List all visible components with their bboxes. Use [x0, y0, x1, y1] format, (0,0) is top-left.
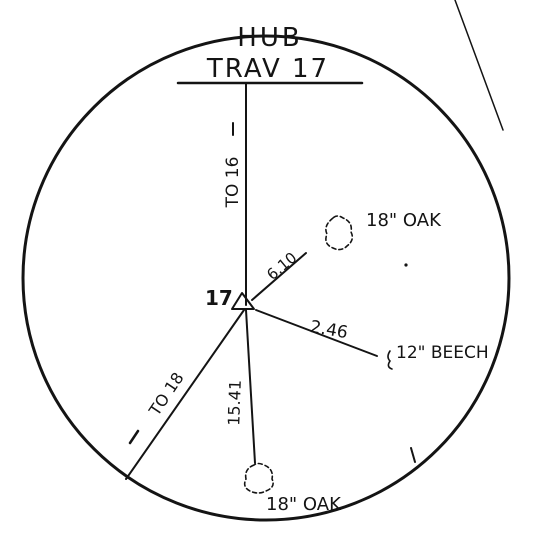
leg-north-label: TO 16 [223, 157, 243, 209]
tree-south-icon [243, 462, 274, 494]
tie-east-line [255, 309, 378, 357]
stray-mark [410, 447, 416, 463]
station-label: 17 [205, 286, 233, 310]
header-subtitle: TRAV 17 [206, 54, 329, 84]
station-triangle-icon [231, 292, 255, 310]
stray-mark [404, 263, 408, 267]
tangent-line [454, 0, 504, 131]
tie-south-distance: 15.41 [224, 380, 245, 426]
tie-northeast-line [251, 252, 307, 301]
tie-northeast-distance: 6.10 [263, 249, 300, 284]
header-title: HUB [237, 23, 302, 53]
tree-east-label: 12" BEECH [396, 343, 489, 363]
tie-south-line [245, 309, 256, 464]
tree-northeast-icon [325, 215, 354, 251]
tree-east-icon [387, 350, 393, 370]
tree-northeast-label: 18" OAK [366, 210, 442, 231]
leg-southwest-label: TO 18 [145, 369, 188, 420]
tie-east-distance: 2.46 [308, 317, 349, 343]
leg-southwest-tick [128, 429, 140, 445]
boundary-circle [21, 34, 511, 522]
tree-south-label: 18" OAK [266, 494, 342, 515]
leg-southwest-line [125, 309, 245, 480]
